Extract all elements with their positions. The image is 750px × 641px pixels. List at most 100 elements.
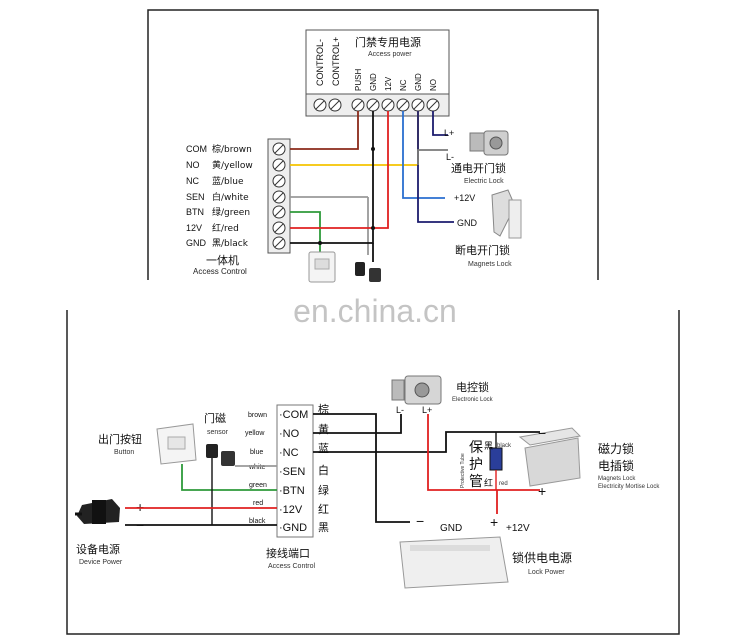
magnetic-lock-bottom: − + 磁力锁 电插锁 Magnets Lock Electricity Mor… <box>518 425 660 499</box>
pin-btn-color: 绿/green <box>212 206 250 218</box>
magnetic-lock-title-en2: Electricity Mortise Lock <box>598 484 660 490</box>
wire-yellow-top <box>290 111 419 166</box>
pin-12v-code: 12V <box>186 223 202 233</box>
wire-label-blue: blue <box>250 449 263 456</box>
wire-green-top <box>290 211 321 252</box>
device-power-title-en: Device Power <box>79 559 123 566</box>
pin-no-code: NO <box>186 160 200 170</box>
terminal-cn-gnd: 黑 <box>318 521 329 534</box>
access-power-title-cn: 门禁专用电源 <box>355 35 421 49</box>
terminal-title-cn: 接线端口 <box>266 546 310 560</box>
access-terminal-block: brown yellow blue white green red black … <box>245 402 329 570</box>
exit-button-bottom: 出门按钮 Button <box>98 423 197 465</box>
electric-lock-title-cn: 通电开门锁 <box>451 161 506 175</box>
exit-button-title-cn: 出门按钮 <box>98 432 142 446</box>
protector-char-1: 保 <box>469 440 483 456</box>
wire-label-white: white <box>248 464 265 471</box>
control-plus-label: CONTROL+ <box>331 37 341 86</box>
pin-12v-color: 红/red <box>212 222 239 234</box>
terminal-pin-com: ·COM <box>279 409 308 421</box>
device-power-plus: + <box>136 499 144 515</box>
door-sensor-title-cn: 门磁 <box>204 411 226 425</box>
terminal-nc-label: NC <box>399 79 408 91</box>
access-control-title-en: Access Control <box>193 267 247 276</box>
lock-power-minus: − <box>416 513 424 529</box>
exit-button-top <box>308 251 336 283</box>
pin-nc-code: NC <box>186 176 199 186</box>
wire-no-to-lock <box>313 414 402 434</box>
wire-navy-gnd <box>417 111 454 223</box>
protector-red-en: red <box>499 481 508 487</box>
pin-com-code: COM <box>186 144 207 154</box>
electronic-lock-title-cn: 电控锁 <box>456 380 489 394</box>
wire-label-green: green <box>249 482 267 489</box>
wire-label-black: black <box>249 518 266 525</box>
wire-brown-top <box>290 111 359 150</box>
device-power-title-cn: 设备电源 <box>76 542 120 556</box>
terminal-pin-no: ·NO <box>279 428 300 440</box>
magnets-lock-gnd: GND <box>457 218 478 228</box>
terminal-cn-12v: 红 <box>318 503 329 516</box>
top-wires <box>290 111 454 262</box>
access-control-unit: COM 棕/brown NO 黄/yellow NC 蓝/blue SEN 白/… <box>186 138 291 276</box>
wire-red-top <box>290 111 389 229</box>
terminal-cn-com: 棕 <box>318 402 329 416</box>
door-sensor-bottom: 门磁 sensor <box>204 411 235 466</box>
magnetic-lock-plus: + <box>538 483 546 499</box>
wire-com-to-lock <box>313 413 410 523</box>
screw-terminals-power <box>313 98 440 112</box>
magnetic-lock-title-cn2: 电插锁 <box>598 458 634 473</box>
terminal-gnd-label: GND <box>369 73 378 91</box>
terminal-cn-sen: 白 <box>318 463 329 477</box>
terminal-cn-nc: 蓝 <box>318 442 329 455</box>
magnetic-lock-minus: − <box>538 425 546 441</box>
access-control-title-cn: 一体机 <box>206 253 239 267</box>
electronic-lock-lminus: L- <box>396 405 404 415</box>
wire-nc-to-mag <box>313 431 540 453</box>
pin-nc-color: 蓝/blue <box>212 175 244 187</box>
magnetic-lock-title-en1: Magnets Lock <box>598 476 636 482</box>
protector-red-cn: 红 <box>484 477 493 489</box>
terminal-pin-nc: ·NC <box>279 447 299 459</box>
access-power-unit: CONTROL- CONTROL+ 门禁专用电源 Access power PU… <box>305 29 450 117</box>
protector-black-en: black <box>497 443 512 449</box>
pin-no-color: 黄/yellow <box>212 159 253 171</box>
wire-label-yellow: yellow <box>245 430 265 437</box>
protector-sub: Protective Tube <box>460 453 466 488</box>
terminal-pin-sen: ·SEN <box>279 466 305 478</box>
electric-lock-top: L+ L- 通电开门锁 Electric Lock <box>444 128 509 185</box>
watermark-text: en.china.cn <box>293 293 457 329</box>
terminal-push-label: PUSH <box>354 69 363 91</box>
wire-lplus-red <box>427 414 540 491</box>
lock-power-12v: +12V <box>506 523 530 534</box>
electric-lock-lplus: L+ <box>444 128 454 138</box>
wire-blue-top <box>402 111 445 199</box>
magnets-lock-title-en: Magnets Lock <box>468 261 512 268</box>
wire-label-brown: brown <box>248 412 267 419</box>
magnets-lock-12v: +12V <box>454 193 475 203</box>
magnets-lock-top: +12V GND 断电开门锁 Magnets Lock <box>454 189 522 268</box>
terminal-title-en: Access Control <box>268 563 316 570</box>
screw-terminals-access <box>272 142 286 250</box>
lock-power-supply: − GND + +12V 锁供电电源 Lock Power <box>399 513 572 589</box>
wire-black-top <box>290 111 374 244</box>
terminal-12v-label: 12V <box>384 76 393 91</box>
pin-sen-code: SEN <box>186 192 205 202</box>
pin-sen-color: 白/white <box>212 191 249 203</box>
bottom-wires <box>125 413 540 526</box>
door-sensor-top <box>355 262 381 282</box>
terminal-gnd2-label: GND <box>414 73 423 91</box>
door-sensor-title-en: sensor <box>207 429 229 436</box>
protective-tube: 保 护 管 Protective Tube 黑 black 红 red <box>460 432 512 490</box>
lock-power-title-en: Lock Power <box>528 569 565 576</box>
terminal-cn-btn: 绿 <box>318 483 329 497</box>
lock-power-title-cn: 锁供电电源 <box>512 550 572 565</box>
pin-com-color: 棕/brown <box>212 143 252 155</box>
pin-labels: COM 棕/brown NO 黄/yellow NC 蓝/blue SEN 白/… <box>186 143 253 249</box>
wire-green-bottom <box>181 464 277 491</box>
wire-label-red: red <box>253 500 263 507</box>
terminal-pin-12v: ·12V <box>279 504 303 516</box>
access-power-title-en: Access power <box>368 51 412 58</box>
bottom-panel <box>66 310 680 635</box>
